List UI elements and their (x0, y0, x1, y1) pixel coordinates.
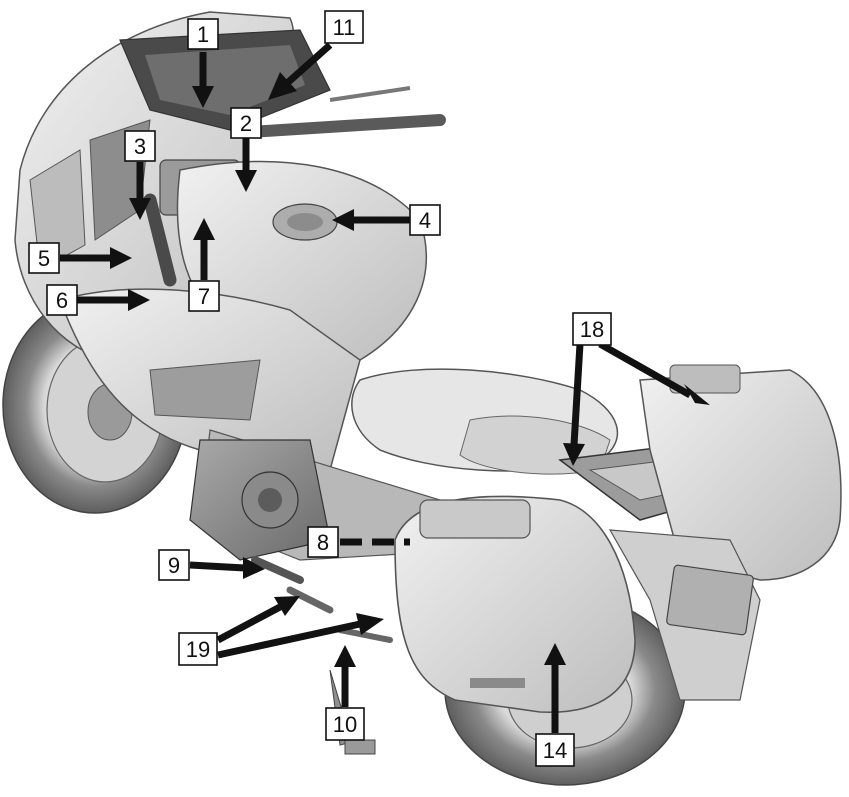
callout-6-label: 6 (56, 288, 68, 313)
callout-10: 10 (326, 645, 364, 740)
footrests-and-stand (255, 560, 390, 754)
callout-10-label: 10 (333, 712, 357, 737)
callout-5-label: 5 (38, 246, 50, 271)
callout-4-label: 4 (419, 208, 431, 233)
callout-2-label: 2 (240, 111, 252, 136)
callout-18-label: 18 (580, 317, 604, 342)
motorcycle-illustration (3, 12, 841, 785)
callout-9-label: 9 (168, 553, 180, 578)
callout-19-label: 19 (186, 637, 210, 662)
callout-8-label: 8 (317, 530, 329, 555)
callout-11-label: 11 (333, 15, 356, 40)
callout-1-label: 1 (197, 22, 209, 47)
callout-7-label: 7 (198, 284, 210, 309)
callout-3-label: 3 (134, 134, 146, 159)
callout-14-label: 14 (543, 738, 567, 763)
left-pannier (395, 496, 635, 712)
